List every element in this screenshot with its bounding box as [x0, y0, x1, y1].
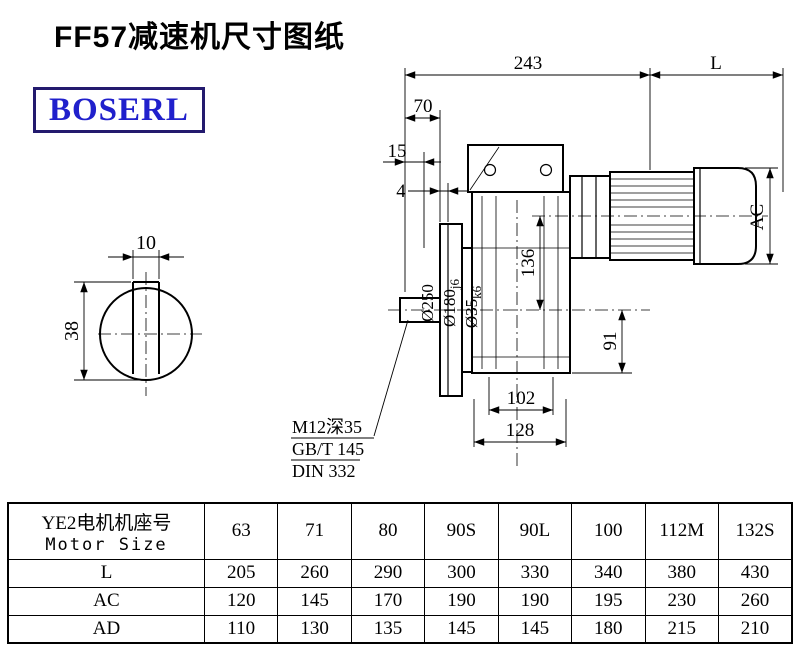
dim-L-label: L: [710, 53, 722, 74]
dim-91-label: 91: [600, 332, 621, 351]
shaft-center-lines: [98, 272, 202, 396]
value-cell: 145: [497, 614, 573, 644]
value-cell: 230: [644, 586, 720, 616]
value-cell: 205: [203, 558, 279, 588]
row-label: L: [7, 558, 205, 588]
table-row-AD: AD 110 130 135 145 145 180 215 210: [7, 614, 793, 644]
value-cell: 210: [718, 614, 793, 644]
size-col-90L: 90L: [497, 502, 573, 560]
note-underlines: [291, 437, 374, 461]
page-title: FF57减速机尺寸图纸: [54, 21, 346, 54]
size-col-100: 100: [571, 502, 646, 560]
dia-250-label: Ø250: [418, 284, 437, 322]
value-cell: 170: [350, 586, 426, 616]
size-col-71: 71: [277, 502, 352, 560]
size-col-80: 80: [350, 502, 426, 560]
value-cell: 340: [571, 558, 646, 588]
shaft-end-view: 10 38: [61, 232, 202, 396]
cover-bolt-right: [539, 163, 553, 177]
dim-AC-label: AC: [747, 204, 768, 230]
dia-180-tolerance: j6: [447, 279, 462, 291]
row-label: AC: [7, 586, 205, 616]
keyway: [132, 281, 160, 374]
value-cell: 135: [350, 614, 426, 644]
size-col-63: 63: [203, 502, 279, 560]
extension-lines: [404, 68, 784, 447]
dim-128-label: 128: [506, 420, 535, 441]
shaft-extension-lines: [74, 250, 160, 381]
value-cell: 120: [203, 586, 279, 616]
value-cell: 260: [277, 558, 352, 588]
motor-size-header-en: Motor Size: [45, 534, 168, 555]
motor-fins: [610, 178, 694, 254]
dia-35-label: Ø35k6: [462, 285, 484, 328]
size-col-132S: 132S: [718, 502, 793, 560]
dim-38-label: 38: [61, 321, 83, 341]
table-row-AC: AC 120 145 170 190 190 195 230 260: [7, 586, 793, 616]
value-cell: 195: [571, 586, 646, 616]
dim-10-label: 10: [136, 232, 156, 254]
motor-adapter: [569, 175, 611, 259]
value-cell: 380: [644, 558, 720, 588]
value-cell: 430: [718, 558, 793, 588]
boserl-logo: BOSERL: [33, 87, 205, 133]
dia-35-value: Ø35: [462, 299, 481, 328]
value-cell: 145: [277, 586, 352, 616]
main-center-lines: [388, 200, 768, 468]
table-row-L: L 205 260 290 300 330 340 380 430: [7, 558, 793, 588]
note-din: DIN 332: [292, 461, 356, 481]
logo-text: BOSERL: [49, 92, 189, 128]
note-gb: GB/T 145: [292, 439, 364, 459]
tap-hole-leader: [373, 319, 409, 437]
dia-180-label: Ø180j6: [440, 279, 462, 327]
value-cell: 130: [277, 614, 352, 644]
technical-drawing: 10 38: [61, 53, 784, 481]
gearbox-ribs: [472, 196, 570, 369]
value-cell: 330: [497, 558, 573, 588]
note-tap: M12深35: [292, 417, 362, 437]
value-cell: 145: [424, 614, 499, 644]
dim-15-label: 15: [388, 141, 407, 162]
dia-180-value: Ø180: [440, 289, 459, 327]
adapter-flange-lines: [581, 176, 597, 258]
table-header-row: YE2电机机座号 Motor Size 63 71 80 90S 90L 100…: [7, 502, 793, 560]
value-cell: 260: [718, 586, 793, 616]
dim-243-label: 243: [514, 53, 543, 74]
cover-bolt-left: [483, 163, 497, 177]
motor-size-header: YE2电机机座号 Motor Size: [7, 502, 205, 560]
size-col-112M: 112M: [644, 502, 720, 560]
dim-102-label: 102: [507, 388, 536, 409]
motor-size-table: YE2电机机座号 Motor Size 63 71 80 90S 90L 100…: [7, 502, 793, 644]
value-cell: 180: [571, 614, 646, 644]
value-cell: 300: [424, 558, 499, 588]
dim-136-label: 136: [518, 249, 539, 278]
motor-size-header-cn: YE2电机机座号: [41, 512, 172, 534]
dim-4-label: 4: [396, 181, 406, 202]
value-cell: 190: [497, 586, 573, 616]
value-cell: 290: [350, 558, 426, 588]
main-view: [388, 144, 768, 468]
value-cell: 110: [203, 614, 279, 644]
row-label: AD: [7, 614, 205, 644]
value-cell: 215: [644, 614, 720, 644]
dimensions: 243 L 70 15 4 136 91 AC 102 128 Ø250 Ø18…: [291, 53, 784, 481]
top-cover: [467, 144, 564, 193]
size-col-90S: 90S: [424, 502, 499, 560]
dia-35-tolerance: k6: [469, 285, 484, 299]
gearbox-body: [471, 191, 571, 374]
dim-70-label: 70: [414, 96, 433, 117]
value-cell: 190: [424, 586, 499, 616]
